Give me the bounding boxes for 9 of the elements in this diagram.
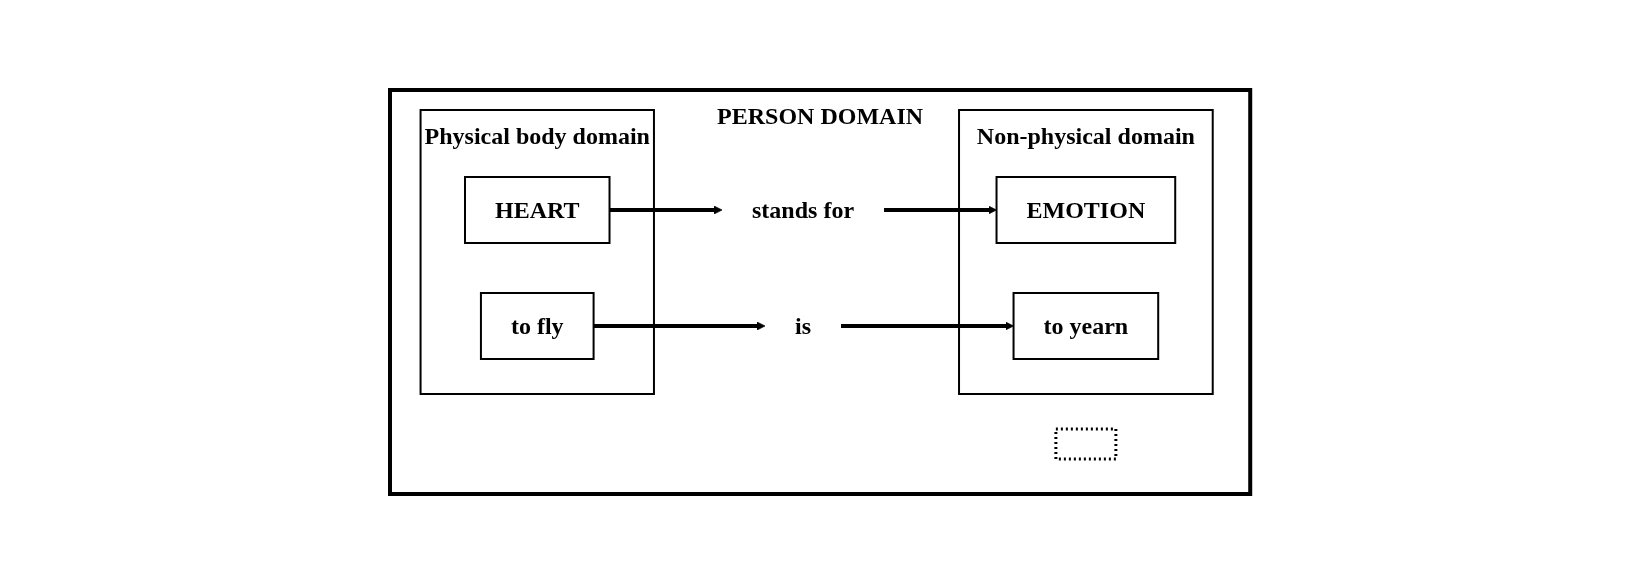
- node-box: EMOTION: [995, 176, 1177, 244]
- node-box: [1054, 427, 1118, 461]
- arrow: [609, 205, 723, 215]
- node-text: stands for: [752, 197, 855, 223]
- node-box: to yearn: [1012, 292, 1160, 360]
- node-box: HEART: [464, 176, 611, 244]
- node-text: is: [795, 313, 812, 339]
- node-box: to fly: [480, 292, 595, 360]
- arrow: [594, 321, 766, 331]
